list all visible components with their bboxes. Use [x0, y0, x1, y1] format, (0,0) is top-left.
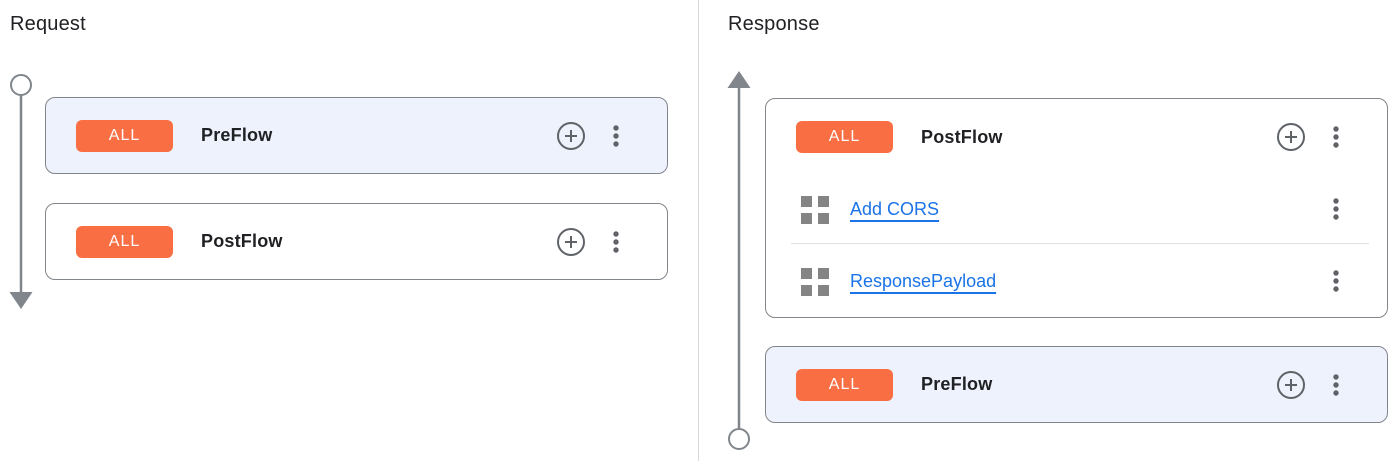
flow-condition-badge: ALL [796, 368, 893, 401]
flow-header: ALL PreFlow [46, 98, 667, 173]
flow-label-preflow: PreFlow [201, 125, 273, 145]
kebab-menu-icon [1333, 270, 1339, 292]
policy-row-responsepayload: ResponsePayload [766, 244, 1387, 318]
flow-header: ALL PostFlow [46, 204, 667, 279]
add-policy-button[interactable] [556, 227, 586, 257]
kebab-menu-icon [1333, 198, 1339, 220]
kebab-menu-icon [613, 230, 619, 253]
request-panel: Request ALL PreFlow [9, 13, 668, 309]
policy-link-responsepayload[interactable]: ResponsePayload [850, 270, 997, 291]
policy-handle[interactable] [800, 266, 830, 296]
flow-header: ALL PostFlow [766, 99, 1387, 175]
policy-menu-button[interactable] [1321, 266, 1351, 296]
flow-label-preflow: PreFlow [921, 374, 993, 394]
grid-icon [801, 196, 829, 224]
flow-card-request-preflow[interactable]: ALL PreFlow [45, 97, 668, 174]
response-panel-title: Response [728, 13, 820, 35]
flow-card-response-preflow[interactable]: ALL PreFlow [765, 346, 1388, 423]
policy-handle[interactable] [800, 194, 830, 224]
flow-card-response-postflow[interactable]: ALL PostFlow [765, 98, 1388, 318]
policy-row-divider [791, 243, 1369, 244]
request-panel-title: Request [10, 13, 86, 35]
flow-header: ALL PreFlow [766, 347, 1387, 422]
request-timeline-arrow-down-icon [9, 74, 33, 309]
kebab-menu-icon [1333, 373, 1339, 396]
kebab-menu-icon [1333, 126, 1339, 148]
plus-circle-icon [1277, 370, 1305, 399]
flow-menu-button[interactable] [601, 121, 631, 151]
flow-label-postflow: PostFlow [921, 126, 1003, 147]
grid-icon [801, 268, 829, 296]
flow-menu-button[interactable] [601, 227, 631, 257]
policy-menu-button[interactable] [1321, 194, 1351, 224]
flow-condition-badge: ALL [796, 121, 893, 153]
plus-circle-icon [557, 227, 585, 256]
flow-label-postflow: PostFlow [201, 231, 283, 251]
response-timeline-arrow-up-icon [727, 71, 751, 450]
panel-divider [698, 0, 699, 461]
flow-menu-button[interactable] [1321, 122, 1351, 152]
plus-circle-icon [557, 121, 585, 150]
add-policy-button[interactable] [556, 121, 586, 151]
response-panel: Response ALL PostFlow [699, 0, 1393, 461]
add-policy-button[interactable] [1276, 122, 1306, 152]
kebab-menu-icon [613, 124, 619, 147]
policy-row-add-cors: Add CORS [766, 175, 1387, 243]
flow-menu-button[interactable] [1321, 370, 1351, 400]
flow-card-request-postflow[interactable]: ALL PostFlow [45, 203, 668, 280]
add-policy-button[interactable] [1276, 370, 1306, 400]
plus-circle-icon [1277, 123, 1305, 151]
policy-link-add-cors[interactable]: Add CORS [850, 198, 940, 219]
flow-condition-badge: ALL [76, 119, 173, 152]
flow-condition-badge: ALL [76, 225, 173, 258]
